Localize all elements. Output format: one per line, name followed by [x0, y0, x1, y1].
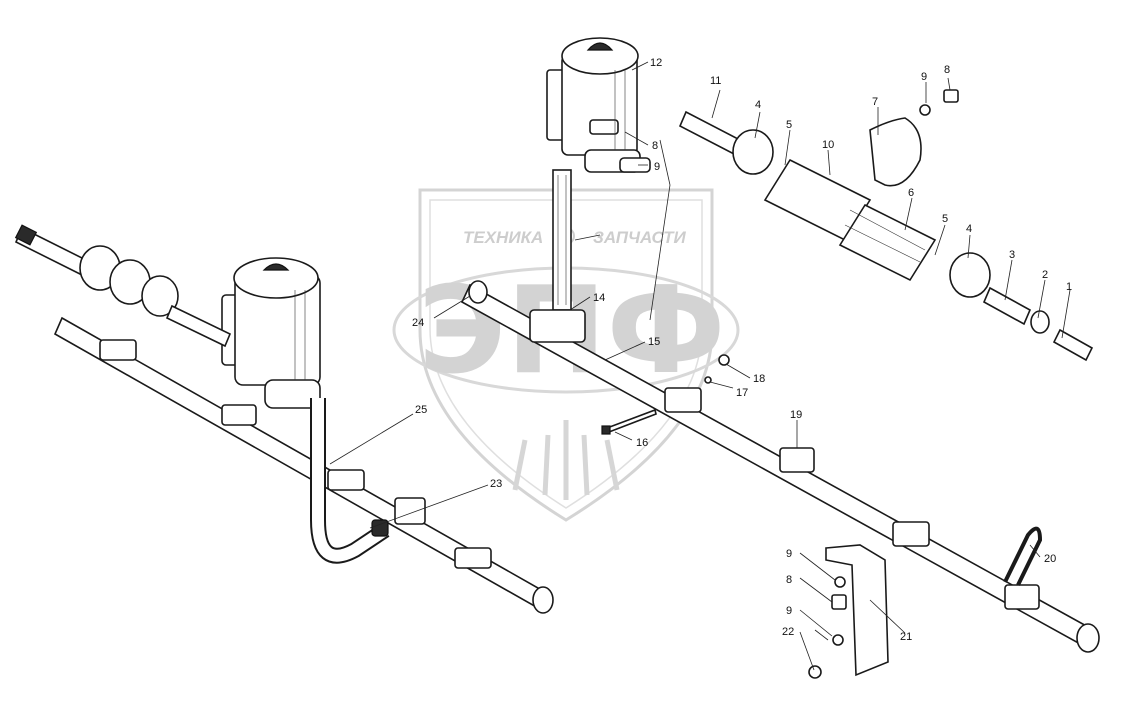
callout-8-top: 8 — [944, 64, 950, 76]
callout-11: 11 — [710, 75, 721, 87]
callout-5-bottom: 5 — [942, 213, 948, 225]
callout-3: 3 — [1009, 249, 1015, 261]
callout-12: 12 — [650, 57, 662, 69]
callout-25: 25 — [415, 404, 427, 416]
callout-6: 6 — [908, 187, 914, 199]
callout-7: 7 — [872, 96, 878, 108]
callout-18: 18 — [753, 373, 765, 385]
callout-1: 1 — [1066, 281, 1072, 293]
callout-24: 24 — [412, 317, 424, 329]
callout-9-bracket-lower: 9 — [786, 605, 792, 617]
callout-2: 2 — [1042, 269, 1048, 281]
bracket-21 — [808, 544, 889, 679]
callout-8-motor: 8 — [652, 140, 658, 152]
wheat-icon — [512, 420, 620, 500]
callout-9-motor: 9 — [654, 161, 660, 173]
top-motor — [546, 37, 651, 311]
callout-21: 21 — [900, 631, 912, 643]
hose-25 — [310, 398, 390, 564]
callout-4-top: 4 — [755, 99, 761, 111]
watermark-left-text: ТЕХНИКА — [463, 228, 543, 247]
callout-16: 16 — [636, 437, 648, 449]
callout-9-top: 9 — [921, 71, 927, 83]
bolt-16 — [601, 354, 730, 435]
callout-9-bracket-upper: 9 — [786, 548, 792, 560]
callout-23: 23 — [490, 478, 502, 490]
callout-5-top: 5 — [786, 119, 792, 131]
callout-labels: 1 2 3 4 4 5 5 6 7 8 8 8 9 9 9 9 10 11 12… — [412, 57, 1072, 643]
callout-10: 10 — [822, 139, 834, 151]
callout-20: 20 — [1044, 553, 1056, 565]
right-rail — [460, 280, 1100, 653]
callout-15: 15 — [648, 336, 660, 348]
watermark-shield — [418, 188, 714, 522]
callout-4-bottom: 4 — [966, 223, 972, 235]
left-rail — [53, 316, 554, 614]
leader-lines — [329, 61, 1071, 671]
left-motor — [221, 257, 321, 409]
callout-8-bracket: 8 — [786, 574, 792, 586]
right-filter — [678, 89, 1094, 362]
left-filter — [14, 224, 232, 348]
watermark-right-text: ЗАПЧАСТИ — [593, 228, 686, 247]
callout-22: 22 — [782, 626, 794, 638]
callout-17: 17 — [736, 387, 748, 399]
callout-14: 14 — [593, 292, 605, 304]
u-bolt-20 — [1003, 526, 1043, 586]
callout-19: 19 — [790, 409, 802, 421]
